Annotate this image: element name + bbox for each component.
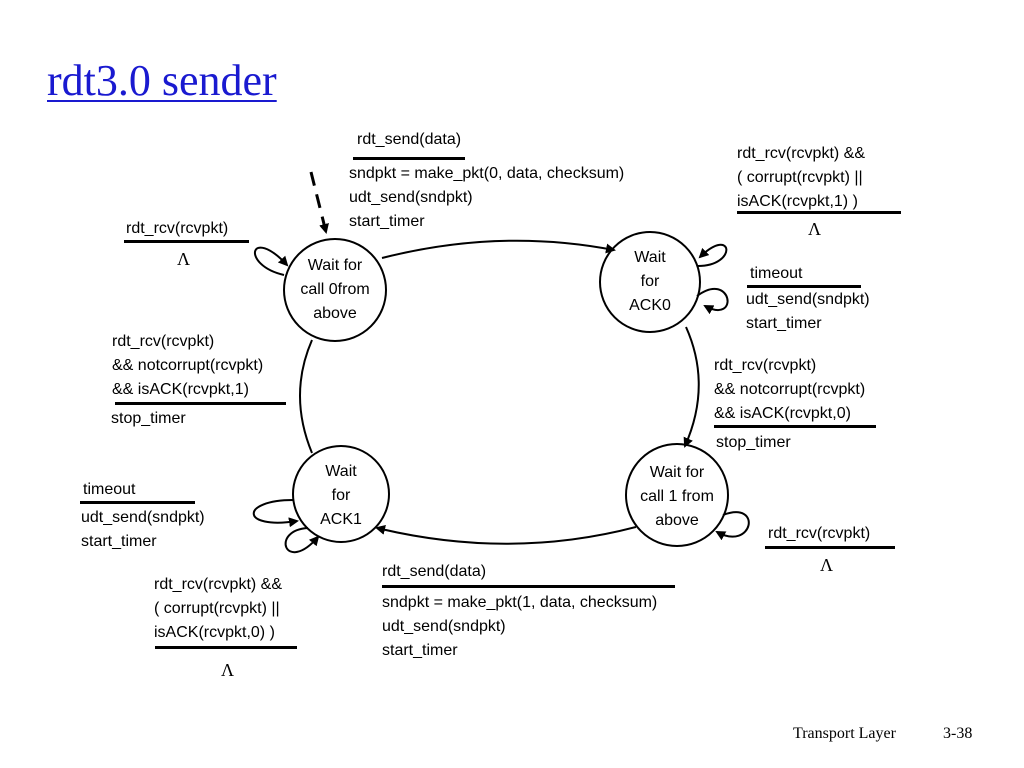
- ack1-corrupt-lambda: Λ: [221, 660, 235, 680]
- ack0-corrupt-lambda: Λ: [808, 219, 822, 239]
- send0-event: rdt_send(data): [357, 131, 462, 148]
- ack1-corrupt-rule: [155, 646, 297, 649]
- ack0-ok-event: rdt_rcv(rcvpkt)&& notcorrupt(rcvpkt)&& i…: [714, 357, 866, 422]
- ack0-corrupt-event: rdt_rcv(rcvpkt) &&( corrupt(rcvpkt) ||is…: [737, 145, 866, 210]
- send1-event: rdt_send(data): [382, 563, 487, 580]
- timeout1-rule: [80, 501, 195, 504]
- transition-ack0-to-call1: [683, 326, 700, 448]
- ack1-ok-rule: [115, 402, 286, 405]
- send0-action: sndpkt = make_pkt(0, data, checksum)udt_…: [349, 165, 625, 230]
- self-loop-call0: [254, 246, 289, 276]
- call1-rcv-event: rdt_rcv(rcvpkt): [768, 525, 871, 542]
- slide-title: rdt3.0 sender: [47, 56, 277, 105]
- send1-rule: [382, 585, 675, 588]
- self-loop-ack1-left: [252, 499, 299, 528]
- footer-section: Transport Layer: [793, 725, 896, 742]
- call0-rcv-event: rdt_rcv(rcvpkt): [126, 220, 229, 237]
- timeout1-action: udt_send(sndpkt)start_timer: [81, 509, 205, 550]
- timeout1-event: timeout: [83, 481, 136, 498]
- call1-rcv-rule: [765, 546, 895, 549]
- self-loop-ack1-bottom: [284, 527, 320, 553]
- send0-rule: [353, 157, 465, 160]
- self-loop-ack0-top: [697, 243, 728, 267]
- transition-call0-to-ack0: [381, 239, 616, 259]
- state-circle-wait-call0: [283, 238, 387, 342]
- timeout0-rule: [747, 285, 861, 288]
- state-circle-wait-call1: [625, 443, 729, 547]
- ack1-corrupt-event: rdt_rcv(rcvpkt) &&( corrupt(rcvpkt) ||is…: [154, 576, 283, 641]
- call1-rcv-lambda: Λ: [820, 555, 834, 575]
- transition-call1-to-ack1: [375, 525, 637, 545]
- state-circle-wait-ack1: [292, 445, 390, 543]
- call0-rcv-lambda: Λ: [177, 249, 191, 269]
- send1-action: sndpkt = make_pkt(1, data, checksum)udt_…: [382, 594, 658, 659]
- state-circle-wait-ack0: [599, 231, 701, 333]
- transition-ack1-to-call0: [299, 339, 313, 454]
- ack1-ok-event: rdt_rcv(rcvpkt)&& notcorrupt(rcvpkt)&& i…: [112, 333, 264, 398]
- ack0-ok-rule: [714, 425, 876, 428]
- ack1-ok-action: stop_timer: [111, 410, 186, 427]
- call0-rcv-rule: [124, 240, 249, 243]
- ack0-corrupt-rule: [737, 211, 901, 214]
- self-loop-ack0-right: [696, 288, 729, 315]
- footer-page-number: 3-38: [943, 725, 973, 742]
- initial-state-arrow: [309, 171, 329, 234]
- timeout0-event: timeout: [750, 265, 803, 282]
- self-loop-call1: [715, 511, 750, 541]
- ack0-ok-action: stop_timer: [716, 434, 791, 451]
- timeout0-action: udt_send(sndpkt)start_timer: [746, 291, 870, 332]
